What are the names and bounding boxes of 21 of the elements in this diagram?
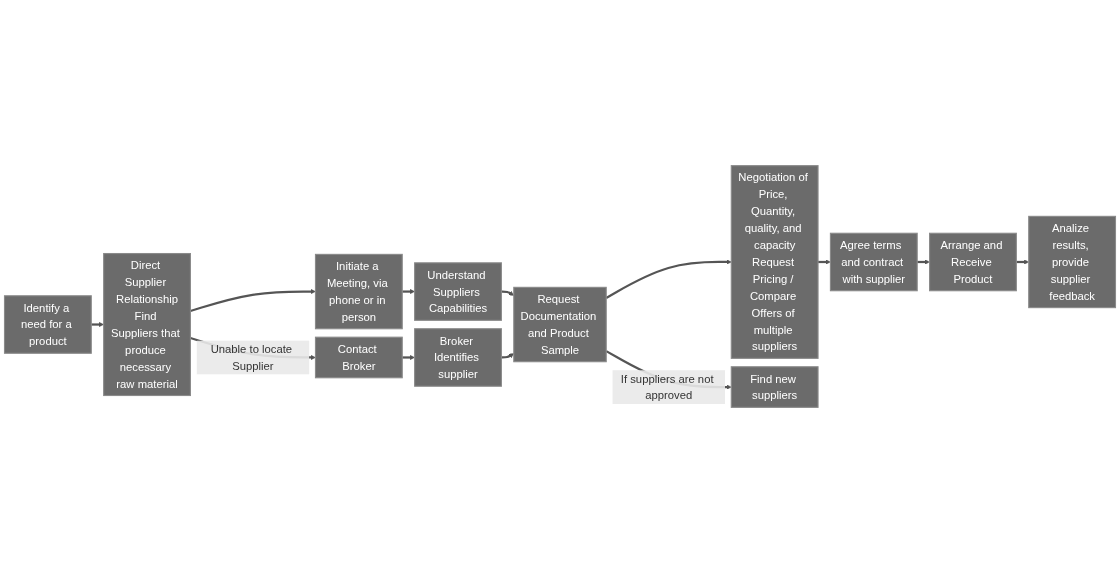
edge-label: Unable to locate Supplier <box>210 342 293 373</box>
arrow <box>402 355 415 360</box>
node-box: Arrange and Receive Product <box>929 232 1017 292</box>
node-box: Identify a need for a product <box>3 295 92 354</box>
node-box: Initiate a Meeting, via phone or in person <box>314 253 403 330</box>
node-box: Direct Supplier Relationship Find Suppliers that produce necessary raw material <box>103 252 191 397</box>
node-box: Request Documentation and Product Sample <box>513 286 607 363</box>
arrow <box>917 259 930 265</box>
node-box: Understand Suppliers Capabilities <box>414 262 502 321</box>
arrow <box>190 289 316 313</box>
arrow <box>501 290 514 296</box>
node-box: Agree terms and contract with supplier <box>829 232 918 292</box>
edge-label: If suppliers are not approved <box>620 372 714 402</box>
node-box: Negotiation of Price, Quantity, quality, and capacity Request Pricing / Compare Offers of multiple suppliers <box>730 165 819 359</box>
node-box: Broker Identifies supplier <box>414 328 502 387</box>
arrow <box>91 322 104 327</box>
node-box: Contact Broker <box>314 336 403 379</box>
arrow <box>402 289 415 295</box>
node-box: Analize results, provide supplier feedback <box>1028 215 1117 309</box>
arrow <box>501 353 514 359</box>
node-box: Find new suppliers <box>730 366 819 408</box>
